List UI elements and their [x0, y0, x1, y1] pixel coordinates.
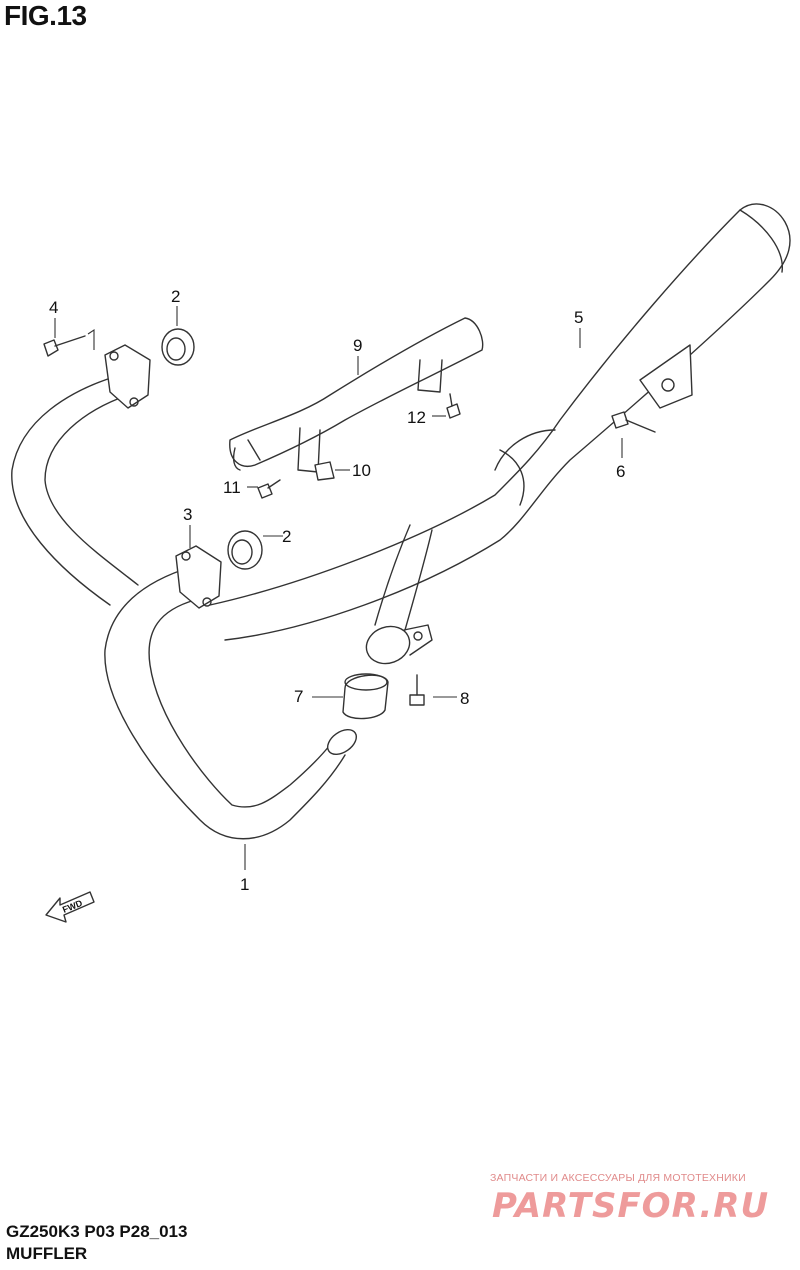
- figure-code: GZ250K3 P03 P28_013: [6, 1222, 188, 1241]
- callout-5: 5: [574, 308, 583, 327]
- exhaust-pipe-front: [11, 374, 139, 606]
- callout-12: 12: [407, 408, 426, 427]
- muffler-protector: [229, 317, 484, 473]
- callout-6: 6: [616, 462, 625, 481]
- callout-10: 10: [352, 461, 371, 480]
- callout-11: 11: [223, 478, 241, 497]
- callout-3: 3: [183, 505, 192, 524]
- callout-1: 1: [240, 875, 249, 894]
- callout-2-lower: 2: [282, 527, 291, 546]
- callout-4: 4: [49, 298, 58, 317]
- clamp-10: [314, 461, 335, 481]
- exhaust-pipe-rear: [104, 569, 358, 840]
- callout-8: 8: [460, 689, 469, 708]
- figure-name: MUFFLER: [6, 1244, 88, 1263]
- watermark-logo: PARTSFOR.RU: [492, 1186, 770, 1226]
- fwd-label: FWD: [61, 898, 84, 915]
- callout-2-upper: 2: [171, 287, 180, 306]
- figure-title: FIG.13: [4, 0, 87, 31]
- fwd-arrow-icon: FWD: [45, 891, 95, 923]
- callout-7: 7: [294, 687, 303, 706]
- bolt-4: [43, 328, 95, 357]
- bolt-8: [409, 674, 425, 706]
- bolt-11: [257, 479, 281, 499]
- gasket-lower: [227, 530, 263, 570]
- muffler: [209, 203, 791, 641]
- leader-lines: [54, 306, 623, 870]
- gasket-upper: [161, 328, 195, 366]
- watermark-tagline: ЗАПЧАСТИ И АКСЕССУАРЫ ДЛЯ МОТОТЕХНИКИ: [490, 1172, 746, 1184]
- callout-9: 9: [353, 336, 362, 355]
- flange-lower: [175, 545, 222, 609]
- connector-pipe: [365, 524, 433, 665]
- connector-gasket: [342, 673, 389, 720]
- bolt-6: [611, 411, 656, 433]
- bolt-12: [446, 393, 461, 419]
- flange-upper: [104, 344, 151, 409]
